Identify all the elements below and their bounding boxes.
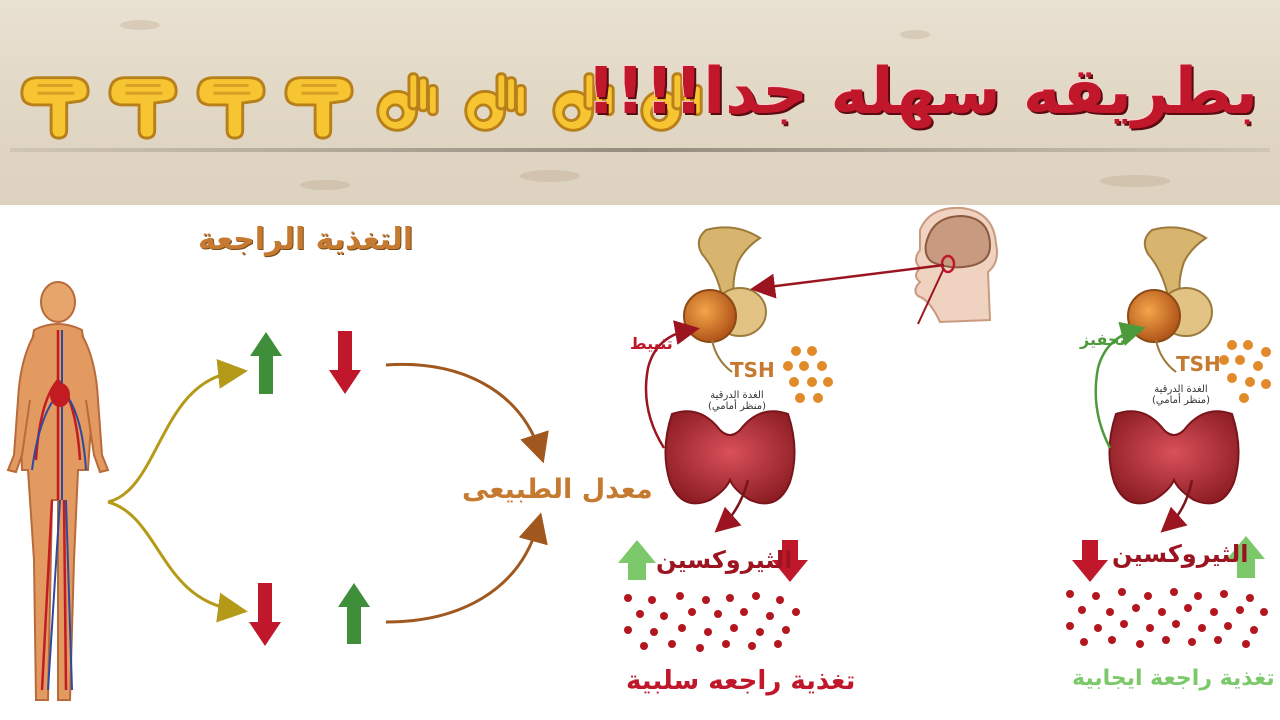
thyroxine-dots-positive — [1066, 588, 1268, 648]
gland-caption-line-1: الغدة الدرقية — [1154, 384, 1208, 395]
ok-hand-icon — [454, 62, 536, 144]
pointer-line — [917, 267, 945, 325]
banner-title: بطريقه سهله جدا!!!! — [586, 55, 1258, 129]
down-red-arrow-icon — [1072, 540, 1108, 582]
stimulate-feedback-arrow — [1094, 321, 1146, 449]
negative-feedback-title: تغذية راجعه سلبية — [626, 666, 856, 696]
feedback-heading: التغذية الراجعة — [198, 222, 414, 257]
down-red-arrow-icon — [329, 331, 361, 394]
ok-hand-icon — [366, 62, 448, 144]
thyroxine-label-negative: الثيروكسين — [656, 546, 793, 574]
branch-arrow-up — [107, 358, 248, 504]
pituitary-stalk-line — [1155, 339, 1177, 373]
thyroid-output-arrow — [1160, 479, 1194, 533]
down-red-arrow-icon — [249, 583, 281, 646]
pointing-down-hand-icon — [102, 62, 184, 144]
inhibit-feedback-arrow — [644, 320, 700, 449]
pituitary-gland-negative — [683, 226, 767, 343]
gland-caption-positive: الغدة الدرقية (منظر أمامي) — [1138, 384, 1224, 406]
pointing-down-hand-icon — [278, 62, 360, 144]
thyroxine-dots-negative — [624, 592, 800, 652]
stimulate-label: تحفيز — [1080, 330, 1126, 349]
branch-arrow-down — [107, 500, 248, 623]
up-green-arrow-icon — [338, 583, 370, 644]
inhibit-label: تثبيط — [630, 334, 673, 353]
pointing-down-hand-icon — [190, 62, 272, 144]
tsh-label-negative: TSH — [730, 358, 775, 382]
brain-head-icon — [914, 206, 998, 324]
pointing-down-hand-icon — [14, 62, 96, 144]
ok-hand-icon — [542, 62, 624, 144]
positive-feedback-title: تغذية راجعة ايجابية — [1072, 666, 1275, 691]
tsh-dots-orange — [783, 346, 833, 403]
gland-caption-line-2: (منظر أمامي) — [1152, 395, 1210, 406]
up-light-green-arrow-icon — [1227, 536, 1265, 578]
converge-arrow-top — [385, 362, 549, 464]
thyroid-output-arrow — [714, 479, 750, 533]
gland-caption-negative: الغدة الدرقية (منظر أمامي) — [694, 390, 780, 412]
gland-caption-line-1: الغدة الدرقية — [710, 390, 764, 401]
banner-divider — [10, 148, 1270, 152]
header-banner: بطريقه سهله جدا!!!! — [0, 0, 1280, 205]
thyroid-gland-negative — [664, 410, 796, 505]
normal-rate-label: معدل الطبيعى — [462, 474, 653, 505]
converge-arrow-bottom — [385, 512, 548, 624]
pituitary-stalk-line — [711, 339, 733, 373]
ok-hand-icon — [630, 62, 712, 144]
tsh-label-positive: TSH — [1176, 352, 1221, 376]
pituitary-gland-positive — [1127, 226, 1213, 343]
up-green-arrow-icon — [250, 332, 282, 394]
thyroid-gland-positive — [1108, 410, 1240, 505]
gland-caption-line-2: (منظر أمامي) — [708, 401, 766, 412]
up-light-green-arrow-icon — [618, 540, 656, 580]
tsh-dots-orange — [1219, 340, 1271, 403]
down-red-arrow-icon — [772, 540, 808, 582]
human-circulatory-figure — [6, 281, 110, 701]
emoji-row — [14, 62, 712, 144]
thyroxine-label-positive: الثيروكسين — [1112, 540, 1249, 568]
brain-to-pituitary-arrow — [750, 263, 945, 299]
